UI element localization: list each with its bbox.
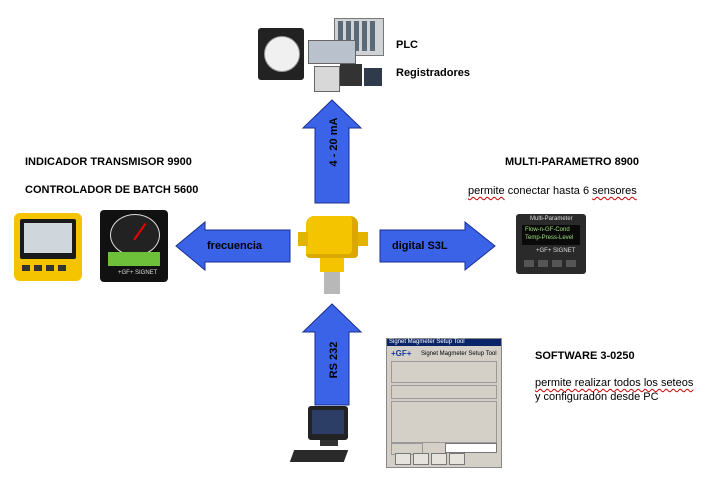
multi-desc-post: conectar hasta 6: [504, 185, 593, 197]
software-brand: +GF+: [391, 349, 412, 358]
computer-image: [289, 406, 360, 468]
multi-title: Multi-Parameter: [530, 216, 573, 222]
arrow-right: [379, 220, 496, 272]
multi-line2: Temp-Press-Level: [525, 235, 574, 241]
indicador-label: INDICADOR TRANSMISOR 9900: [25, 156, 192, 168]
multiparametro-desc: permite conectar hasta 6 sensores: [468, 185, 637, 197]
software-window-title: Signet Magmeter Setup Tool: [389, 339, 465, 345]
indicator-9900-image: [14, 213, 82, 281]
plc-image: [306, 18, 386, 98]
arrow-left: [175, 220, 291, 272]
multi-desc-pre: permite: [468, 185, 505, 197]
software-window: Signet Magmeter Setup Tool +GF+ Signet M…: [386, 338, 502, 468]
arrow-down-label: RS 232: [328, 341, 340, 379]
plc-label: PLC: [396, 39, 418, 51]
controlador-label: CONTROLADOR DE BATCH 5600: [25, 184, 199, 196]
sensor-image: [298, 210, 370, 300]
arrow-left-label: frecuencia: [207, 240, 263, 252]
software-label: SOFTWARE 3-0250: [535, 350, 635, 362]
software-desc-line2: y configuradón desde PC: [535, 391, 659, 403]
arrow-rs232: [301, 303, 363, 406]
software-app-title: Signet Magmeter Setup Tool: [421, 351, 497, 357]
software-desc-line1: permite realizar todos los seteos: [535, 377, 694, 389]
arrow-up-label: 4 - 20 mA: [328, 117, 340, 167]
multiparametro-label: MULTI-PARAMETRO 8900: [505, 156, 640, 168]
recorder-image: [258, 28, 304, 80]
recorder-dial: [264, 36, 300, 72]
multiparameter-8900-image: Multi-Parameter Flow-n-GF-Cond Temp-Pres…: [516, 214, 586, 274]
multi-desc-word: sensores: [592, 185, 637, 197]
multi-brand: +GF+ SIGNET: [536, 248, 576, 254]
batch-brand: +GF+ SIGNET: [118, 270, 158, 276]
registradores-label: Registradores: [396, 67, 470, 79]
multi-line1: Flow-n-GF-Cond: [525, 227, 570, 233]
batch-controller-image: +GF+ SIGNET: [100, 210, 168, 282]
arrow-right-label: digital S3L: [392, 240, 448, 252]
arrow-up: [301, 99, 363, 204]
